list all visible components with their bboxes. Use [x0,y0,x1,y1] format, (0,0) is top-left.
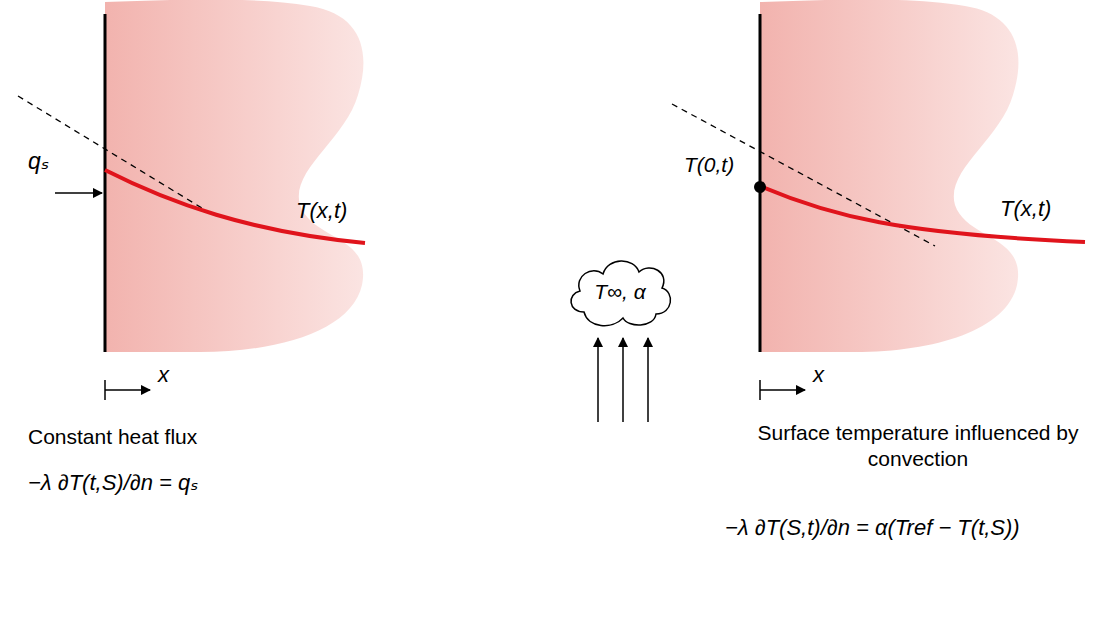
flow-arrow [597,338,599,422]
tangent-line [18,96,215,216]
flux-symbol: qₛ [28,148,49,176]
curve-label: T(x,t) [296,198,347,224]
wall [104,14,107,352]
surface-point [754,181,766,193]
caption: Surface temperature influenced by convec… [748,420,1088,473]
solid-region [105,0,363,352]
point-label: T(0,t) [684,152,734,177]
axis-label: x [158,362,169,388]
temperature-curve [105,170,365,243]
x-axis-arrow [105,389,150,391]
equation: −λ ∂T(t,S)/∂n = qₛ [28,470,198,496]
cloud: T∞, α [562,250,678,332]
caption: Constant heat flux [28,424,197,449]
solid-region [760,0,1018,352]
flow-arrow [622,338,624,422]
equation: −λ ∂T(S,t)/∂n = α(Tref − T(t,S)) [725,515,1020,541]
heat-flux-arrow [55,192,102,194]
cloud-shape [571,261,670,326]
curve-label: T(x,t) [1000,196,1051,222]
axis-label: x [813,362,824,388]
flow-arrow [647,338,649,422]
temperature-curve [760,186,1085,242]
cloud-label: T∞, α [594,280,645,304]
x-axis-arrow [760,389,805,391]
